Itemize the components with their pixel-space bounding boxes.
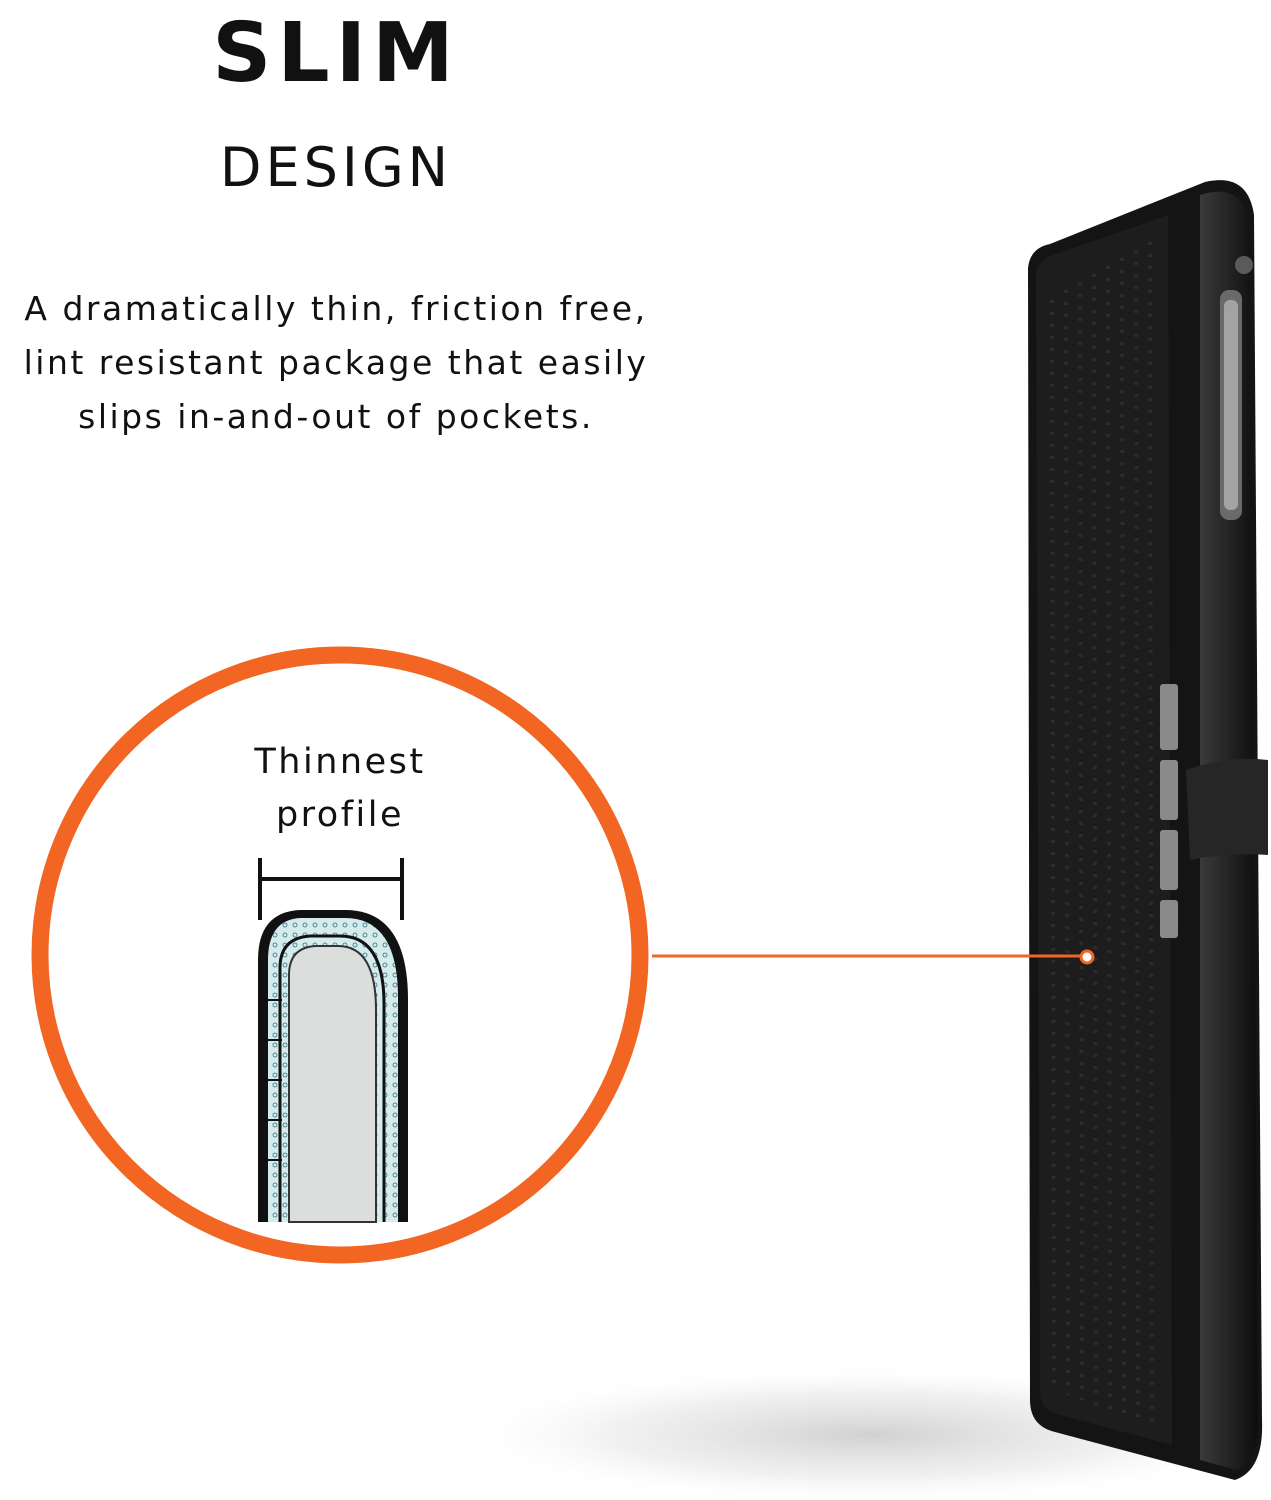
device-edge — [288, 945, 377, 1223]
description-text: A dramatically thin, friction free, lint… — [0, 282, 672, 444]
callout-label-line: profile — [275, 795, 405, 835]
callout-pointer-dot — [1079, 949, 1095, 965]
description-line: A dramatically thin, friction free, — [24, 289, 648, 328]
uag-logo-icon — [1160, 684, 1178, 938]
closure-strap — [1186, 758, 1268, 860]
tablet-case — [1028, 180, 1268, 1481]
description-line: lint resistant package that easily — [23, 343, 649, 382]
camera-icon — [1235, 256, 1253, 274]
callout-label-line: Thinnest — [254, 742, 426, 782]
description-line: slips in-and-out of pockets. — [78, 397, 594, 436]
case-cross-section — [258, 910, 408, 1223]
thickness-dimension-bracket — [258, 858, 404, 920]
headline-subtitle: DESIGN — [219, 136, 453, 199]
callout-label: Thinnest profile — [190, 736, 490, 842]
headline-title: SLIM — [212, 6, 460, 101]
